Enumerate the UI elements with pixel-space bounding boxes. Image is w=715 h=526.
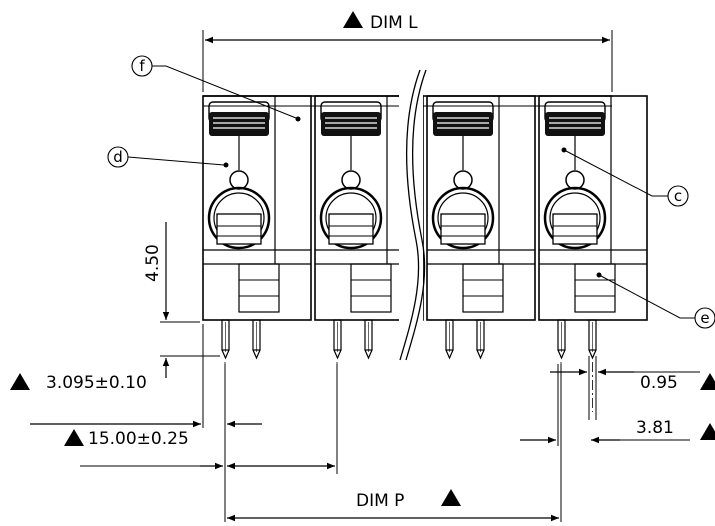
edge-offset-dimension: 3.095±0.10 — [10, 324, 262, 474]
dim-p-dimension: DIM P — [224, 364, 562, 522]
dim-l-label: DIM L — [370, 13, 418, 33]
first-pitch-dimension: 15.00±0.25 — [64, 364, 338, 474]
callout-e: e — [596, 272, 715, 329]
dim-l-dimension: DIM L — [202, 11, 613, 92]
svg-text:d: d — [113, 148, 123, 166]
critical-triangle-icon — [343, 11, 363, 28]
first-pitch-label: 15.00±0.25 — [88, 429, 189, 449]
pin-centerlines — [224, 362, 593, 412]
edge-offset-label: 3.095±0.10 — [46, 373, 147, 393]
critical-triangle-icon — [10, 373, 30, 390]
svg-text:e: e — [700, 309, 709, 327]
dim-p-label: DIM P — [356, 491, 404, 511]
callout-c: c — [561, 147, 689, 207]
critical-triangle-icon — [441, 489, 461, 506]
critical-triangle-icon — [700, 373, 715, 390]
svg-text:f: f — [139, 57, 145, 75]
pin-width-label: 0.95 — [640, 373, 678, 393]
pin-spacing-label: 3.81 — [636, 418, 674, 438]
callout-f: f — [131, 55, 301, 122]
break-symbol — [399, 69, 427, 362]
critical-triangle-icon — [64, 429, 84, 446]
pin-width-dimension: 0.95 — [550, 356, 715, 420]
height-label: 4.50 — [143, 244, 163, 282]
callout-d: d — [107, 146, 229, 168]
critical-triangle-icon — [700, 423, 715, 440]
height-dimension: 4.50 — [143, 222, 220, 378]
pin-spacing-dimension: 3.81 — [520, 364, 715, 446]
svg-text:c: c — [674, 187, 682, 205]
